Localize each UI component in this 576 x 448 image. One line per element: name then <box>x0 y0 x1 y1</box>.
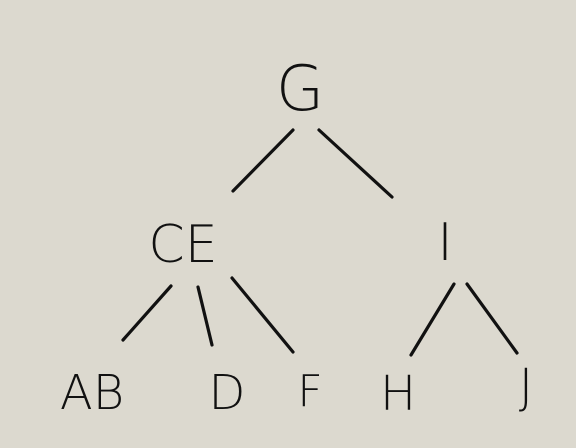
nodes: G CE I AB D F H J <box>60 52 533 422</box>
node-ab: AB <box>60 365 124 421</box>
edge-g-ce <box>231 128 295 193</box>
node-i: I <box>437 213 452 273</box>
edge-ce-ab <box>121 284 173 342</box>
node-f: F <box>297 366 322 417</box>
node-ce: CE <box>148 215 217 275</box>
node-d: D <box>209 365 246 421</box>
node-j: J <box>519 359 533 415</box>
edge-i-j <box>465 282 519 355</box>
edge-i-h <box>409 282 456 357</box>
node-g: G <box>276 52 324 125</box>
edges <box>121 128 519 357</box>
node-h: H <box>380 366 416 422</box>
edge-g-i <box>317 128 394 199</box>
edge-ce-f <box>230 276 295 354</box>
edge-ce-d <box>196 285 214 347</box>
